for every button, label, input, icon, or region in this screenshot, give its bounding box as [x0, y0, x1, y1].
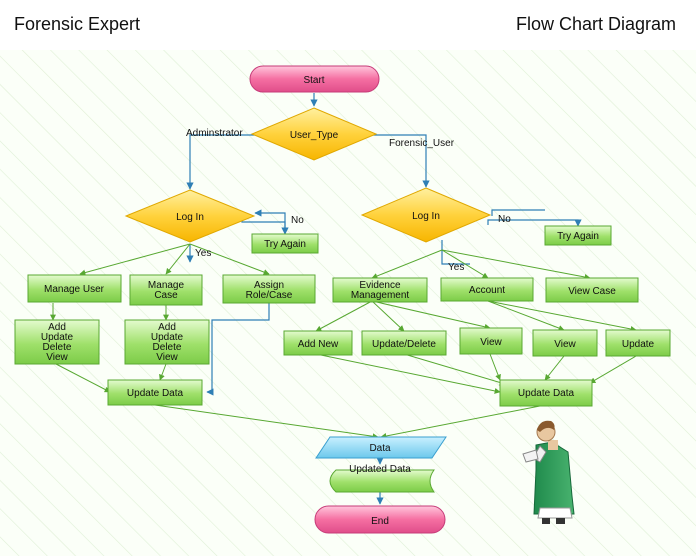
- view-1-label: View: [480, 337, 502, 348]
- forensic-login-decision: Log In: [360, 187, 492, 243]
- edge-label-adminstrator: Adminstrator: [186, 128, 243, 139]
- edge-adminupdate-data: [154, 404, 379, 440]
- manage-case-box: Manage Case: [129, 274, 203, 306]
- manage-user-box: Manage User: [27, 274, 122, 303]
- manage-case-op-add: Add: [158, 322, 176, 333]
- edge-account-view2: [487, 300, 565, 331]
- edge-view1-update: [489, 353, 501, 381]
- manage-user-op-delete: Delete: [43, 342, 72, 353]
- page-title-left: Forensic Expert: [14, 14, 141, 34]
- edge-usertype-adminlogin: [186, 134, 255, 190]
- manage-user-label: Manage User: [44, 284, 105, 295]
- forensic-update-data-label: Update Data: [518, 388, 575, 399]
- manage-case-op-update: Update: [151, 332, 184, 343]
- edge-account-update: [487, 300, 637, 332]
- evidence-line2: Management: [351, 290, 410, 301]
- user-type-decision: User_Type: [250, 107, 378, 161]
- edge-label-admin-yes: Yes: [195, 248, 211, 259]
- page-title-right: Flow Chart Diagram: [515, 14, 676, 34]
- edge-label-forensic-yes: Yes: [448, 262, 464, 273]
- edge-yes-managecase: [165, 243, 191, 275]
- data-label: Data: [369, 443, 391, 454]
- updated-data-label: Updated Data: [349, 464, 411, 475]
- updated-data-store: Updated Data: [329, 464, 435, 493]
- edge-caseops-update: [159, 363, 167, 381]
- edge-evidence-updatedelete: [371, 300, 405, 332]
- edge-forensicupdate-data: [380, 404, 546, 439]
- admin-update-data-label: Update Data: [127, 388, 184, 399]
- view-case-label: View Case: [568, 286, 616, 297]
- edge-yes-account: [441, 249, 489, 279]
- update-label: Update: [622, 339, 655, 350]
- edge-yes-manageuser: [79, 243, 191, 276]
- notebook-icon: [522, 449, 539, 463]
- account-label: Account: [469, 285, 505, 296]
- edge-yes-evidence: [371, 249, 443, 279]
- start-terminator: Start: [249, 65, 380, 93]
- view-2-label: View: [554, 339, 576, 350]
- account-box: Account: [440, 277, 534, 302]
- edge-label-admin-no: No: [291, 215, 304, 226]
- manage-case-op-delete: Delete: [153, 342, 182, 353]
- forensic-try-again-box: Try Again: [544, 225, 612, 246]
- edge-view2-update: [544, 355, 565, 381]
- edge-assign-update: [206, 303, 270, 396]
- view-1-box: View: [459, 327, 523, 355]
- forensic-expert-figure: [522, 420, 575, 524]
- edge-forensic-yes: [441, 240, 470, 265]
- edge-userops-update: [55, 363, 111, 393]
- user-type-label: User_Type: [290, 130, 339, 141]
- admin-try-again-label: Try Again: [264, 239, 306, 250]
- start-label: Start: [303, 75, 324, 86]
- assign-role-line1: Assign: [254, 280, 284, 291]
- manage-case-line1: Manage: [148, 280, 185, 291]
- admin-try-again-box: Try Again: [251, 233, 319, 254]
- add-new-box: Add New: [283, 330, 353, 356]
- edge-label-forensic-user: Forensic_User: [389, 138, 455, 149]
- forensic-login-label: Log In: [412, 211, 440, 222]
- update-delete-label: Update/Delete: [372, 339, 436, 350]
- end-label: End: [371, 516, 389, 527]
- edge-yes-assign: [189, 243, 270, 275]
- view-2-box: View: [532, 329, 598, 357]
- edge-evidence-view1: [371, 300, 491, 330]
- manage-case-ops-box: Add Update Delete View: [124, 319, 210, 365]
- admin-login-label: Log In: [176, 212, 204, 223]
- edge-yes-viewcase: [441, 249, 591, 280]
- edge-forensic-tryagain: [491, 209, 520, 216]
- end-terminator: End: [314, 505, 446, 534]
- evidence-management-box: Evidence Management: [332, 277, 428, 303]
- edge-evidence-addnew: [315, 300, 373, 332]
- admin-login-decision: Log In: [124, 189, 256, 243]
- assign-role-box: Assign Role/Case: [222, 274, 316, 304]
- edge-forensic-no: [487, 219, 582, 227]
- data-io: Data: [315, 436, 447, 459]
- forensic-try-again-label: Try Again: [557, 231, 599, 242]
- green-connectors: [50, 243, 637, 440]
- evidence-line1: Evidence: [359, 280, 401, 291]
- assign-role-line2: Role/Case: [246, 290, 293, 301]
- edge-updatedelete-update: [403, 353, 506, 386]
- manage-user-ops-box: Add Update Delete View: [14, 319, 100, 365]
- edge-update-update: [589, 355, 637, 384]
- admin-update-data-box: Update Data: [107, 379, 203, 406]
- manage-case-line2: Case: [154, 290, 178, 301]
- manage-user-op-update: Update: [41, 332, 74, 343]
- edge-usertype-forensiclogin: [373, 134, 430, 188]
- edge-label-forensic-no: No: [498, 214, 511, 225]
- manage-user-op-add: Add: [48, 322, 66, 333]
- edge-admin-tryagain: [254, 209, 286, 230]
- manage-user-op-view: View: [46, 352, 68, 363]
- view-case-box: View Case: [545, 277, 639, 303]
- update-box: Update: [605, 329, 671, 357]
- add-new-label: Add New: [298, 339, 339, 350]
- forensic-update-data-box: Update Data: [499, 379, 593, 407]
- update-delete-box: Update/Delete: [361, 330, 447, 356]
- manage-case-op-view: View: [156, 352, 178, 363]
- edge-addnew-update: [315, 353, 501, 394]
